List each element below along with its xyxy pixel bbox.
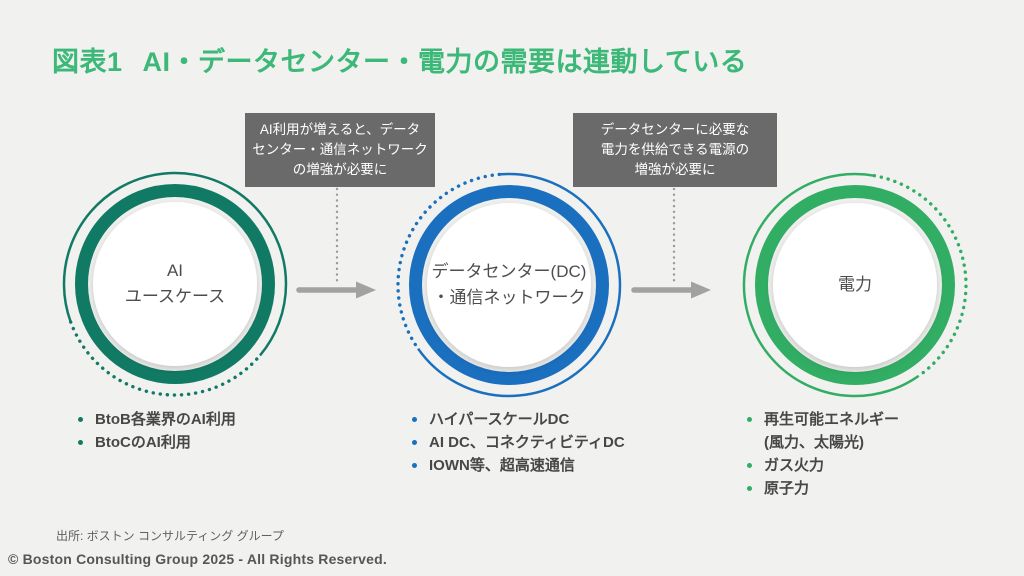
outer-ring-dotted	[69, 320, 262, 397]
bullet-item: BtoCのAI利用	[78, 431, 236, 454]
figure-title: 図表1 AI・データセンター・電力の需要は連動している	[52, 40, 747, 79]
node-label: 電力	[838, 275, 872, 294]
node-rings	[396, 172, 622, 398]
bullet-dot-icon	[78, 440, 83, 445]
bullet-subtext: (風力、太陽光)	[764, 434, 864, 451]
node-label: AI ユースケース	[124, 261, 226, 306]
outer-ring-dotted	[396, 172, 501, 351]
node-power: 電力	[740, 170, 970, 400]
thick-ring	[75, 184, 275, 384]
bullet-item: ハイパースケールDC	[412, 408, 625, 431]
node-rings	[62, 171, 288, 397]
callout-line: 電力を供給できる電源の	[600, 142, 750, 157]
dotted-connector-line	[335, 187, 339, 284]
bullet-dot-icon	[747, 486, 752, 491]
node-rings	[742, 172, 968, 398]
node-ai-use-case: AI ユースケース	[60, 169, 290, 399]
outer-ring-solid	[742, 172, 920, 398]
bullet-item: BtoB各業界のAI利用	[78, 408, 236, 431]
bullet-dot-icon	[412, 417, 417, 422]
inner-circle	[773, 203, 937, 367]
thick-ring	[409, 185, 609, 385]
bullet-dot-icon	[747, 417, 752, 422]
dotted-connector-line	[672, 187, 676, 287]
inner-circle	[427, 203, 591, 367]
bullets-data-center: ハイパースケールDC AI DC、コネクティビティDC IOWN等、超高速通信	[412, 408, 625, 477]
figure-number: 図表1	[52, 47, 123, 77]
outer-ring-solid	[417, 172, 622, 398]
bullet-item: 再生可能エネルギー (風力、太陽光)	[747, 408, 899, 454]
thick-ring	[755, 185, 955, 385]
copyright: © Boston Consulting Group 2025 - All Rig…	[8, 551, 387, 567]
bullet-dot-icon	[412, 440, 417, 445]
callout-line: 増強が必要に	[634, 162, 716, 177]
callout-line: AI利用が増えると、データ	[259, 122, 421, 137]
right-arrow-icon	[296, 281, 376, 299]
source-note: 出所: ボストン コンサルティング グループ	[56, 529, 284, 543]
callout-dc-to-power: データセンターに必要な 電力を供給できる電源の 増強が必要に	[573, 113, 777, 187]
callout-ai-to-dc: AI利用が増えると、データ センター・通信ネットワーク の増強が必要に	[245, 113, 435, 187]
bullet-item: 原子力	[747, 477, 899, 500]
callout-line: センター・通信ネットワーク	[252, 142, 428, 157]
bullets-ai-use-case: BtoB各業界のAI利用 BtoCのAI利用	[78, 408, 236, 454]
bullet-item: AI DC、コネクティビティDC	[412, 431, 625, 454]
callout-line: の増強が必要に	[292, 162, 388, 177]
node-data-center-network: データセンター(DC) ・通信ネットワーク	[394, 170, 624, 400]
bullet-dot-icon	[412, 463, 417, 468]
right-arrow-icon	[631, 281, 711, 299]
node-label: データセンター(DC) ・通信ネットワーク	[431, 262, 587, 307]
bullet-dot-icon	[747, 463, 752, 468]
bullet-dot-icon	[78, 417, 83, 422]
figure-title-text: AI・データセンター・電力の需要は連動している	[142, 47, 748, 77]
bullet-item: IOWN等、超高速通信	[412, 454, 625, 477]
bullet-item: ガス火力	[747, 454, 899, 477]
bullets-power: 再生可能エネルギー (風力、太陽光) ガス火力 原子力	[747, 408, 899, 500]
inner-circle	[93, 202, 257, 366]
outer-ring-solid	[62, 171, 288, 357]
callout-line: データセンターに必要な	[600, 122, 750, 137]
